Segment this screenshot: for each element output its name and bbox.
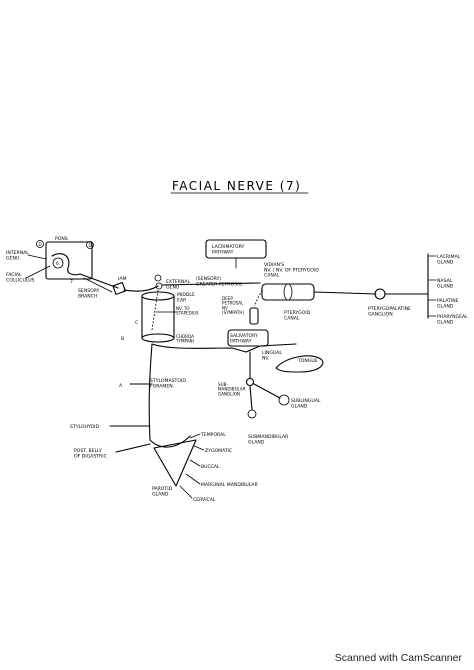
to-submandibular (249, 385, 253, 411)
labyrinthine-segment (123, 285, 159, 292)
tongue-label: TONGUE (297, 358, 318, 364)
sublingual-gland (278, 394, 290, 406)
diagram-title: FACIAL NERVE (7) (172, 179, 301, 193)
intrapontine-course (51, 253, 81, 276)
salivatory-pathway-box (227, 329, 269, 347)
marker-d2-circle (86, 241, 94, 249)
intracanal-course (151, 289, 159, 331)
iam-label: IAM (118, 276, 126, 282)
greater-petrosal-line (161, 282, 261, 286)
vidian-to-ganglion (313, 291, 377, 295)
chorda-tympani-line (151, 343, 247, 353)
branch-arc (149, 435, 191, 448)
facial-colliculus-pointer (25, 265, 51, 279)
nucleus-6-label: 6 (56, 261, 59, 267)
buccal-branch (189, 459, 201, 467)
marker-d3-circle (154, 274, 162, 282)
cervical-label: CERVICAL (193, 497, 216, 503)
zygomatic-label: ZYGOMATIC (205, 448, 232, 454)
middle-ear-sides (141, 295, 175, 339)
iam-box (112, 281, 126, 295)
geniculate-ganglion (155, 282, 163, 290)
tongue-shape (275, 355, 324, 373)
pterygoid-canal (261, 283, 315, 301)
middle-ear-bottom (141, 333, 175, 343)
temporal-label: TEMPORAL (200, 432, 226, 438)
facial-trunk (148, 343, 153, 441)
to-sublingual (253, 383, 281, 399)
nucleus-7-label: 7 (70, 279, 73, 285)
internal-genu-pointer (27, 254, 47, 260)
stylohyoid-label: STYLOHYOID (70, 424, 100, 430)
motor-root-to-iam (79, 273, 119, 289)
parotid-gland (153, 439, 197, 487)
greater-petrosal-label: (SENSORY)GREATER PETROSAL (196, 276, 243, 287)
buccal-label: BUCCAL (201, 464, 220, 470)
sympathetic-chain (249, 307, 259, 325)
sensory-branch-line (83, 277, 113, 293)
marker-c: C (135, 320, 138, 326)
submandibular-ganglion (245, 377, 255, 387)
temporal-branch (189, 433, 201, 439)
zygomatic-branch (193, 445, 205, 451)
pons-box (45, 241, 93, 280)
digastric-branch (115, 443, 151, 453)
pterygoid-canal-ring (283, 283, 293, 301)
deep-petrosal-line (253, 289, 263, 307)
marker-d2: D (89, 243, 92, 248)
lingual-nerve-line (245, 343, 297, 353)
marker-d-circle (36, 240, 44, 248)
middle-ear-top (141, 291, 175, 301)
camscanner-watermark: Scanned with CamScanner (334, 652, 462, 664)
submandibular-gland (247, 409, 257, 419)
marker-b: B (121, 336, 124, 342)
pons-label: PONS (55, 236, 68, 242)
marginal-mandibular-branch (185, 473, 201, 485)
nucleus-6 (52, 257, 64, 269)
marker-a: A (119, 383, 123, 389)
marker-d: D (39, 242, 42, 247)
marginal-mandibular-label: MARGINAL MANDIBULAR (201, 482, 259, 488)
cervical-branch (179, 485, 193, 499)
